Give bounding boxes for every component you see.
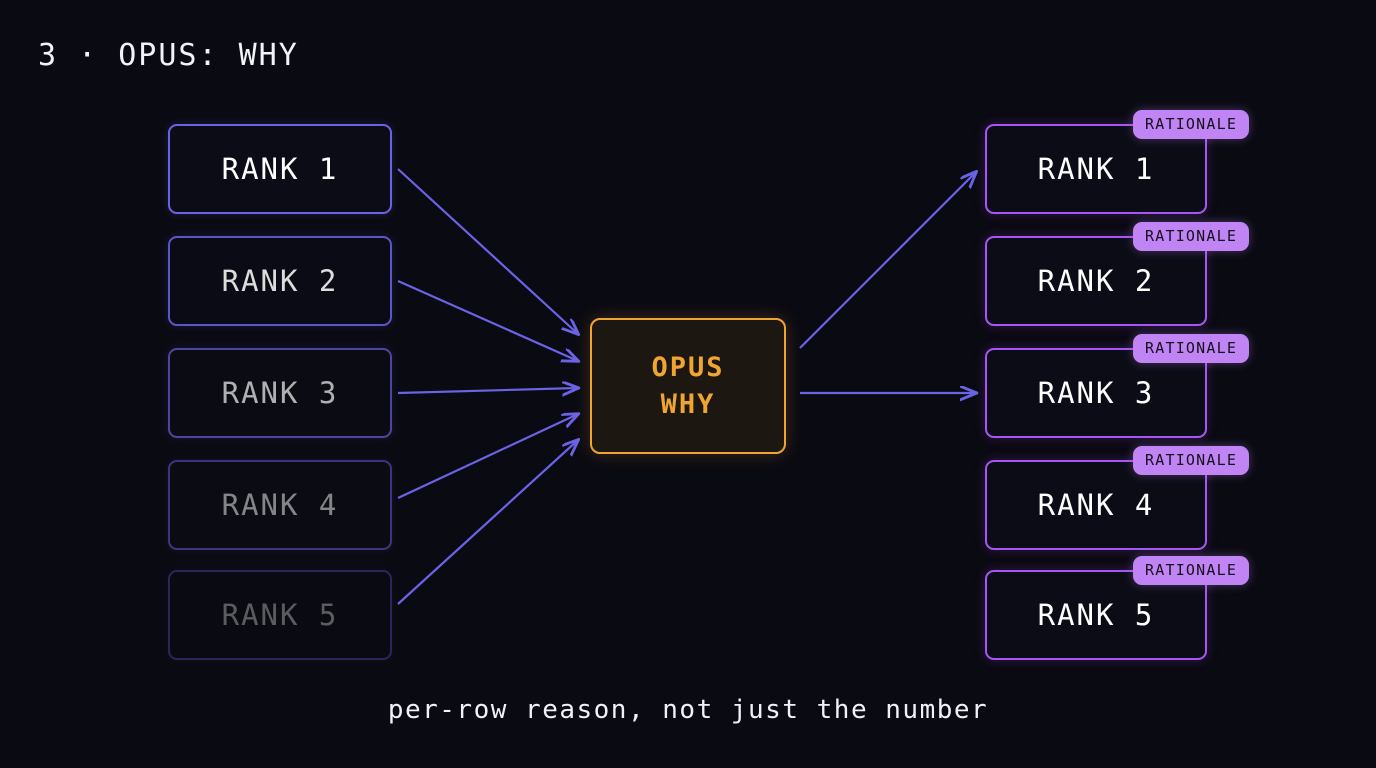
output-rank-5-label: RANK 5 [1037,598,1155,632]
input-rank-1[interactable]: RANK 1 [168,124,392,214]
arrow-in-rank-2 [397,279,578,361]
rationale-badge-5[interactable]: RATIONALE [1133,556,1250,585]
output-rank-5-group: RANK 5 RATIONALE [985,556,1250,660]
rationale-badge-1[interactable]: RATIONALE [1133,110,1250,139]
input-rank-3-label: RANK 3 [221,376,339,410]
input-rank-5[interactable]: RANK 5 [168,570,392,660]
input-rank-5-label: RANK 5 [221,598,339,632]
output-rank-2-label: RANK 2 [1037,264,1155,298]
input-rank-2-label: RANK 2 [221,264,339,298]
input-rank-4[interactable]: RANK 4 [168,460,392,550]
page-title: 3 · OPUS: WHY [38,38,299,73]
slide-caption: per-row reason, not just the number [387,695,989,725]
output-rank-1-group: RANK 1 RATIONALE [985,110,1250,214]
output-rank-4-label: RANK 4 [1037,488,1155,522]
output-rank-5[interactable]: RANK 5 [985,570,1207,660]
output-rank-4[interactable]: RANK 4 [985,460,1207,550]
arrow-in-rank-4 [397,414,578,499]
opus-why-line-2: WHY [660,389,716,420]
arrow-out-rank-1 [799,172,976,349]
output-rank-3[interactable]: RANK 3 [985,348,1207,438]
output-rank-3-group: RANK 3 RATIONALE [985,334,1250,438]
rationale-badge-4[interactable]: RATIONALE [1133,446,1250,475]
output-rank-2-group: RANK 2 RATIONALE [985,222,1250,326]
rationale-badge-2[interactable]: RATIONALE [1133,222,1250,251]
output-rank-1-label: RANK 1 [1037,152,1155,186]
arrow-in-rank-1 [397,168,578,334]
input-rank-2[interactable]: RANK 2 [168,236,392,326]
input-rank-3[interactable]: RANK 3 [168,348,392,438]
arrow-in-rank-5 [397,440,578,605]
arrow-in-rank-3 [397,388,578,393]
output-rank-4-group: RANK 4 RATIONALE [985,446,1250,550]
input-rank-4-label: RANK 4 [221,488,339,522]
output-rank-3-label: RANK 3 [1037,376,1155,410]
output-rank-2[interactable]: RANK 2 [985,236,1207,326]
opus-why-line-1: OPUS [651,352,725,383]
opus-why-node[interactable]: OPUS WHY [590,318,786,454]
input-rank-1-label: RANK 1 [221,152,339,186]
rationale-badge-3[interactable]: RATIONALE [1133,334,1250,363]
output-rank-1[interactable]: RANK 1 [985,124,1207,214]
